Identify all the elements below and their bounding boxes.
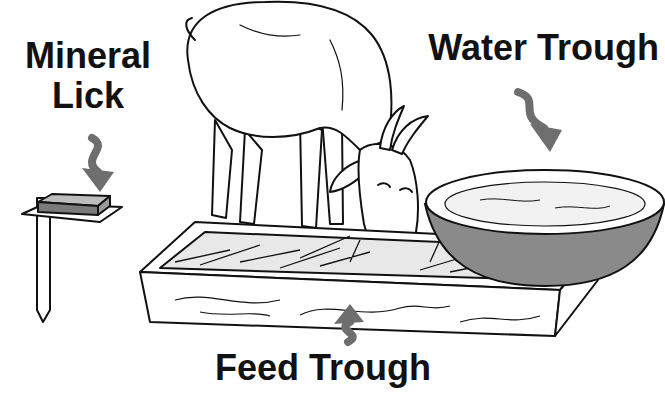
goat-body (187, 2, 391, 150)
goat (186, 2, 428, 259)
pointer-arrow (518, 92, 544, 128)
goat-leg (322, 118, 343, 224)
pointer-arrows (82, 92, 562, 342)
part-label: Water Trough (428, 28, 659, 68)
goat-eye (378, 183, 390, 187)
water (445, 182, 645, 226)
goat-shading (330, 40, 343, 110)
water-ripple (480, 199, 610, 208)
goat-eye (400, 188, 412, 192)
arrow-head (334, 304, 364, 324)
goat-tail (186, 18, 195, 40)
goat-leg (212, 120, 232, 218)
lick-block-side (38, 202, 98, 215)
goat-horn (380, 106, 404, 150)
bowl-rim (426, 170, 664, 234)
mineral-lick (22, 194, 122, 322)
part-label: Feed Trough (215, 348, 431, 388)
part-label: Mineral Lick (8, 36, 168, 115)
pointer-arrow (345, 322, 353, 342)
arrow-head (82, 168, 114, 192)
pointer-arrow (92, 138, 98, 172)
goat-leg (300, 120, 322, 228)
goat-shading (240, 25, 300, 36)
arrow-head (530, 124, 562, 152)
goat-leg (240, 130, 262, 224)
lick-block-end (98, 196, 110, 215)
water-trough (425, 170, 664, 286)
